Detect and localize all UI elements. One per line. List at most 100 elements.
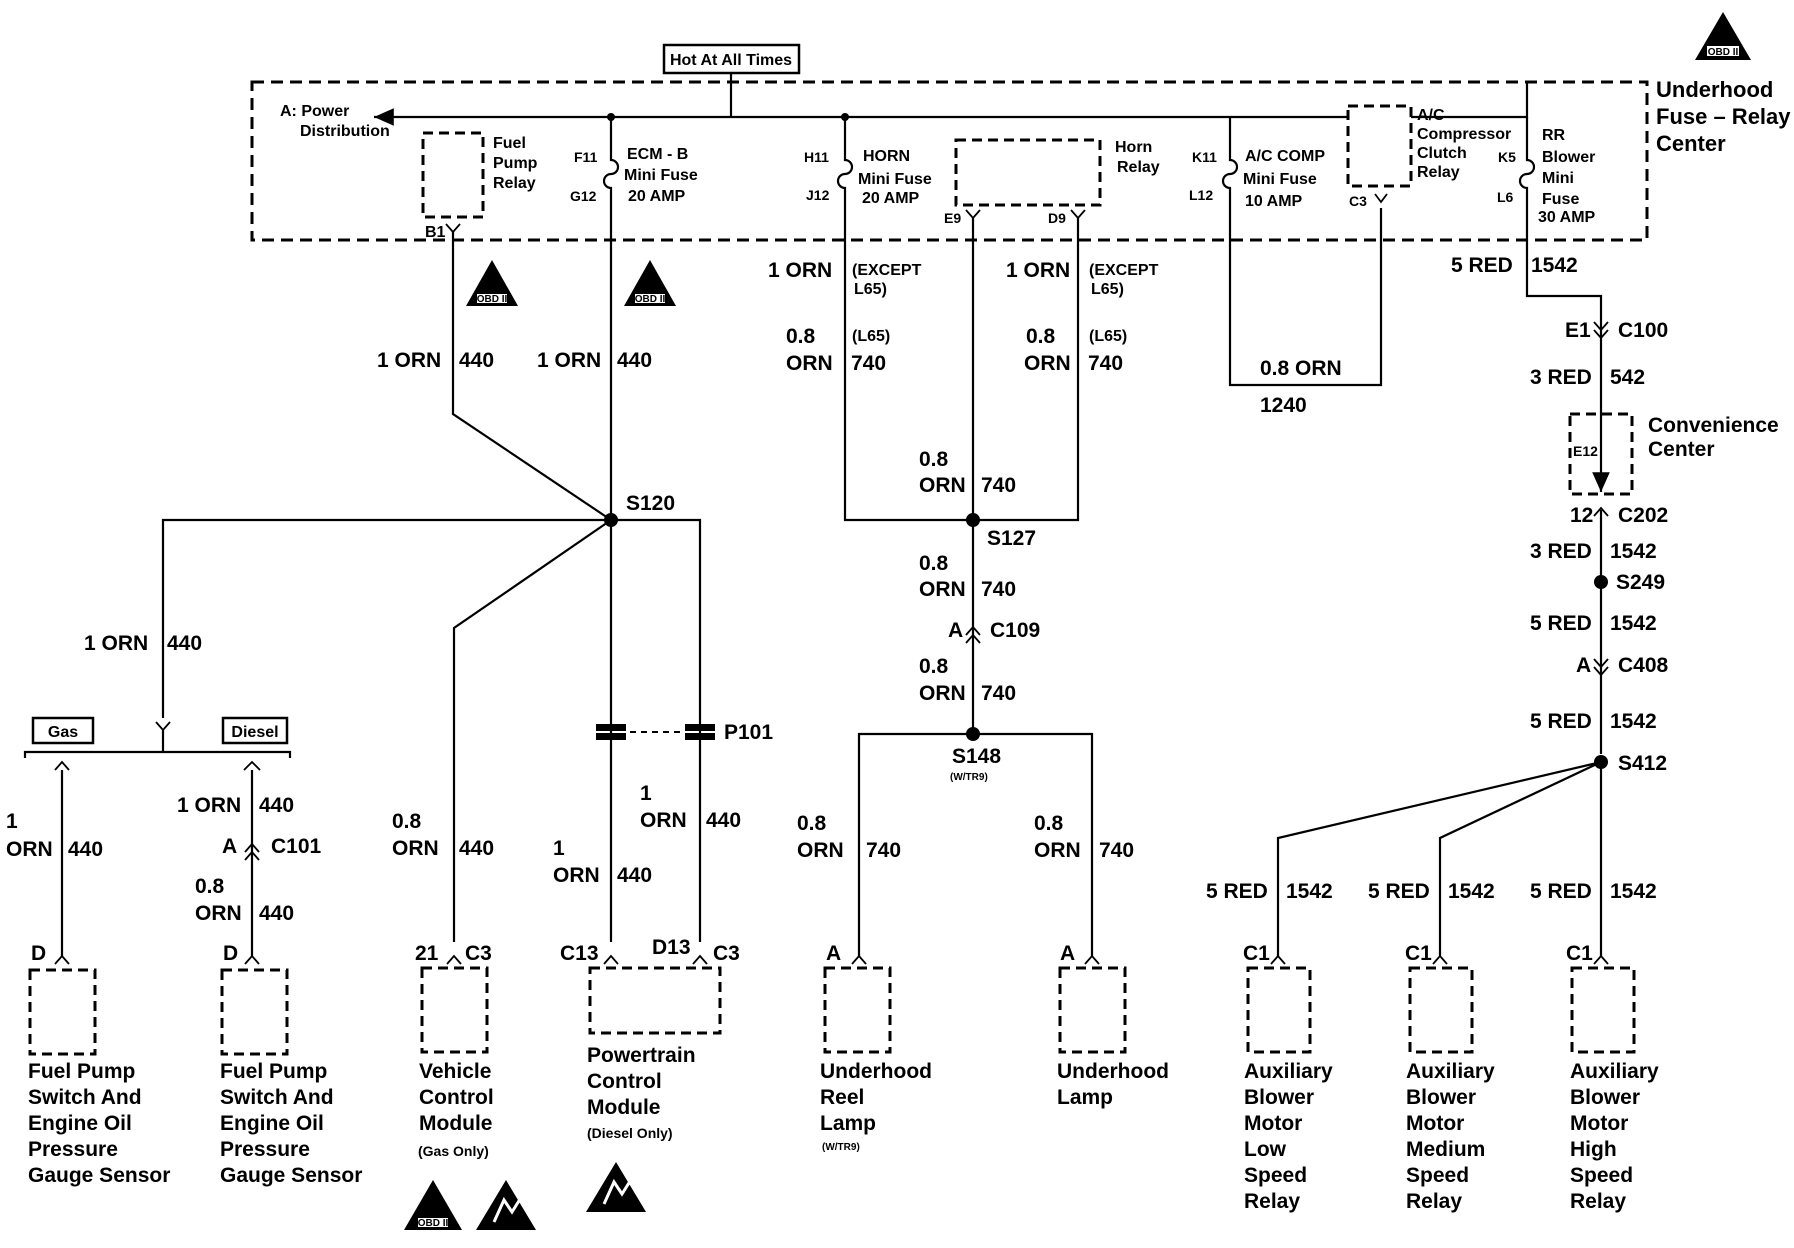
obd-icon-left: OBD II bbox=[466, 260, 518, 306]
svg-text:Control: Control bbox=[587, 1070, 662, 1093]
svg-text:(Gas Only): (Gas Only) bbox=[418, 1143, 489, 1159]
svg-text:Medium: Medium bbox=[1406, 1138, 1485, 1161]
svg-text:Relay: Relay bbox=[1570, 1190, 1626, 1213]
svg-text:Engine Oil: Engine Oil bbox=[220, 1112, 324, 1135]
svg-text:C1: C1 bbox=[1405, 942, 1432, 965]
svg-text:E9: E9 bbox=[944, 210, 961, 226]
svg-text:Relay: Relay bbox=[493, 175, 536, 192]
svg-text:Powertrain: Powertrain bbox=[587, 1044, 696, 1067]
aux-blower-medium-speed-relay: C1 Auxiliary Blower Motor Medium Speed R… bbox=[1405, 942, 1495, 1213]
fuel-pump-relay-wire bbox=[451, 232, 612, 521]
svg-text:Pump: Pump bbox=[493, 155, 538, 172]
wire-label: 3 RED bbox=[1530, 540, 1592, 563]
wire-label: ORN bbox=[919, 474, 966, 497]
svg-text:Mini Fuse: Mini Fuse bbox=[624, 167, 698, 184]
fuel-pump-sensor-gas: D Fuel Pump Switch And Engine Oil Pressu… bbox=[28, 942, 170, 1187]
wire-label: 1 bbox=[640, 782, 652, 805]
svg-text:Gauge Sensor: Gauge Sensor bbox=[28, 1164, 170, 1187]
connector-label: C202 bbox=[1618, 504, 1668, 527]
svg-text:Lamp: Lamp bbox=[820, 1112, 876, 1135]
connector-label: A bbox=[948, 619, 963, 642]
underhood-fuse-relay-center-box bbox=[250, 80, 1649, 242]
svg-text:Blower: Blower bbox=[1244, 1086, 1314, 1109]
svg-text:J12: J12 bbox=[806, 187, 830, 203]
svg-text:E12: E12 bbox=[1573, 443, 1598, 459]
esd-warning-icon-pcm bbox=[586, 1162, 646, 1212]
s412-branches bbox=[1276, 760, 1603, 956]
svg-text:B1: B1 bbox=[425, 224, 446, 241]
horn-mini-fuse: H11 J12 HORN Mini Fuse 20 AMP bbox=[804, 113, 932, 240]
svg-text:C3: C3 bbox=[465, 942, 492, 965]
svg-text:C3: C3 bbox=[1349, 193, 1367, 209]
connector-label: A bbox=[222, 835, 237, 858]
svg-text:Pressure: Pressure bbox=[220, 1138, 310, 1161]
connector-label: A bbox=[1576, 654, 1591, 677]
svg-text:OBD II: OBD II bbox=[418, 1218, 449, 1229]
connector-label: E1 bbox=[1565, 319, 1591, 342]
svg-text:Lamp: Lamp bbox=[1057, 1086, 1113, 1109]
svg-text:C3: C3 bbox=[713, 942, 740, 965]
wire-option-label: (EXCEPT bbox=[852, 262, 922, 279]
svg-text:20 AMP: 20 AMP bbox=[862, 190, 920, 207]
svg-text:H11: H11 bbox=[804, 149, 829, 165]
wire-label: 0.8 ORN bbox=[1260, 357, 1342, 380]
rr-blower-mini-fuse: K5 L6 RR Blower Mini Fuse 30 AMP bbox=[1497, 117, 1603, 428]
connector-label: C101 bbox=[271, 835, 322, 858]
splice-label: S120 bbox=[626, 492, 675, 515]
svg-text:10 AMP: 10 AMP bbox=[1245, 193, 1303, 210]
branch-to-vcm bbox=[452, 519, 612, 942]
wire-label: 1 ORN bbox=[377, 349, 441, 372]
svg-text:C13: C13 bbox=[560, 942, 599, 965]
wire-option-label: (L65) bbox=[852, 328, 890, 345]
wire-label: 1 ORN bbox=[84, 632, 148, 655]
svg-text:Auxiliary: Auxiliary bbox=[1244, 1060, 1333, 1083]
wire-label: 440 bbox=[706, 809, 741, 832]
power-distribution-label-2: Distribution bbox=[300, 123, 390, 140]
svg-text:K11: K11 bbox=[1192, 149, 1217, 165]
svg-text:Blower: Blower bbox=[1570, 1086, 1640, 1109]
svg-text:Horn: Horn bbox=[1115, 139, 1152, 156]
wire-label: 1542 bbox=[1610, 880, 1657, 903]
wire-label: 440 bbox=[459, 349, 494, 372]
wire-label: 440 bbox=[259, 902, 294, 925]
connector-label: C100 bbox=[1618, 319, 1668, 342]
vehicle-control-module: 21 C3 Vehicle Control Module (Gas Only) bbox=[415, 942, 494, 1159]
wire-label: 1 ORN bbox=[768, 259, 832, 282]
svg-text:Auxiliary: Auxiliary bbox=[1406, 1060, 1495, 1083]
esd-warning-icon-vcm bbox=[476, 1180, 536, 1230]
svg-text:Motor: Motor bbox=[1406, 1112, 1464, 1135]
wire-label: 0.8 bbox=[786, 325, 816, 348]
wire-label: 440 bbox=[617, 864, 652, 887]
wire-label: 1542 bbox=[1610, 710, 1657, 733]
wire-label: 0.8 bbox=[919, 655, 949, 678]
s148-branches bbox=[857, 732, 1094, 956]
svg-text:Center: Center bbox=[1648, 438, 1715, 461]
wire-label: 1542 bbox=[1448, 880, 1495, 903]
svg-text:Control: Control bbox=[419, 1086, 494, 1109]
svg-text:A: A bbox=[1060, 942, 1075, 965]
wire-label: ORN bbox=[392, 837, 439, 860]
wire-label: 5 RED bbox=[1206, 880, 1268, 903]
aux-blower-high-speed-relay: C1 Auxiliary Blower Motor High Speed Rel… bbox=[1566, 942, 1659, 1213]
option-bracket bbox=[23, 750, 292, 758]
obd-icon-center: OBD II bbox=[624, 260, 676, 306]
svg-text:(W/TR9): (W/TR9) bbox=[822, 1142, 860, 1153]
svg-text:Auxiliary: Auxiliary bbox=[1570, 1060, 1659, 1083]
svg-text:Motor: Motor bbox=[1570, 1112, 1628, 1135]
wire-label: 740 bbox=[866, 839, 901, 862]
wire-label: 5 RED bbox=[1451, 254, 1513, 277]
wire-label: ORN bbox=[1034, 839, 1081, 862]
wire-label: ORN bbox=[797, 839, 844, 862]
wire-label: 1542 bbox=[1531, 254, 1578, 277]
svg-text:Speed: Speed bbox=[1570, 1164, 1633, 1187]
wire-label: ORN bbox=[640, 809, 687, 832]
wire-label: ORN bbox=[195, 902, 242, 925]
power-distribution-label-1: A: Power bbox=[280, 103, 349, 120]
wire-label: ORN bbox=[919, 682, 966, 705]
fuse-relay-center-title-1: Underhood bbox=[1656, 77, 1773, 102]
wire-label: 1 bbox=[6, 810, 18, 833]
svg-text:Mini Fuse: Mini Fuse bbox=[1243, 171, 1317, 188]
svg-text:Gas: Gas bbox=[48, 724, 78, 741]
wire-label: 740 bbox=[981, 474, 1016, 497]
svg-text:High: High bbox=[1570, 1138, 1617, 1161]
